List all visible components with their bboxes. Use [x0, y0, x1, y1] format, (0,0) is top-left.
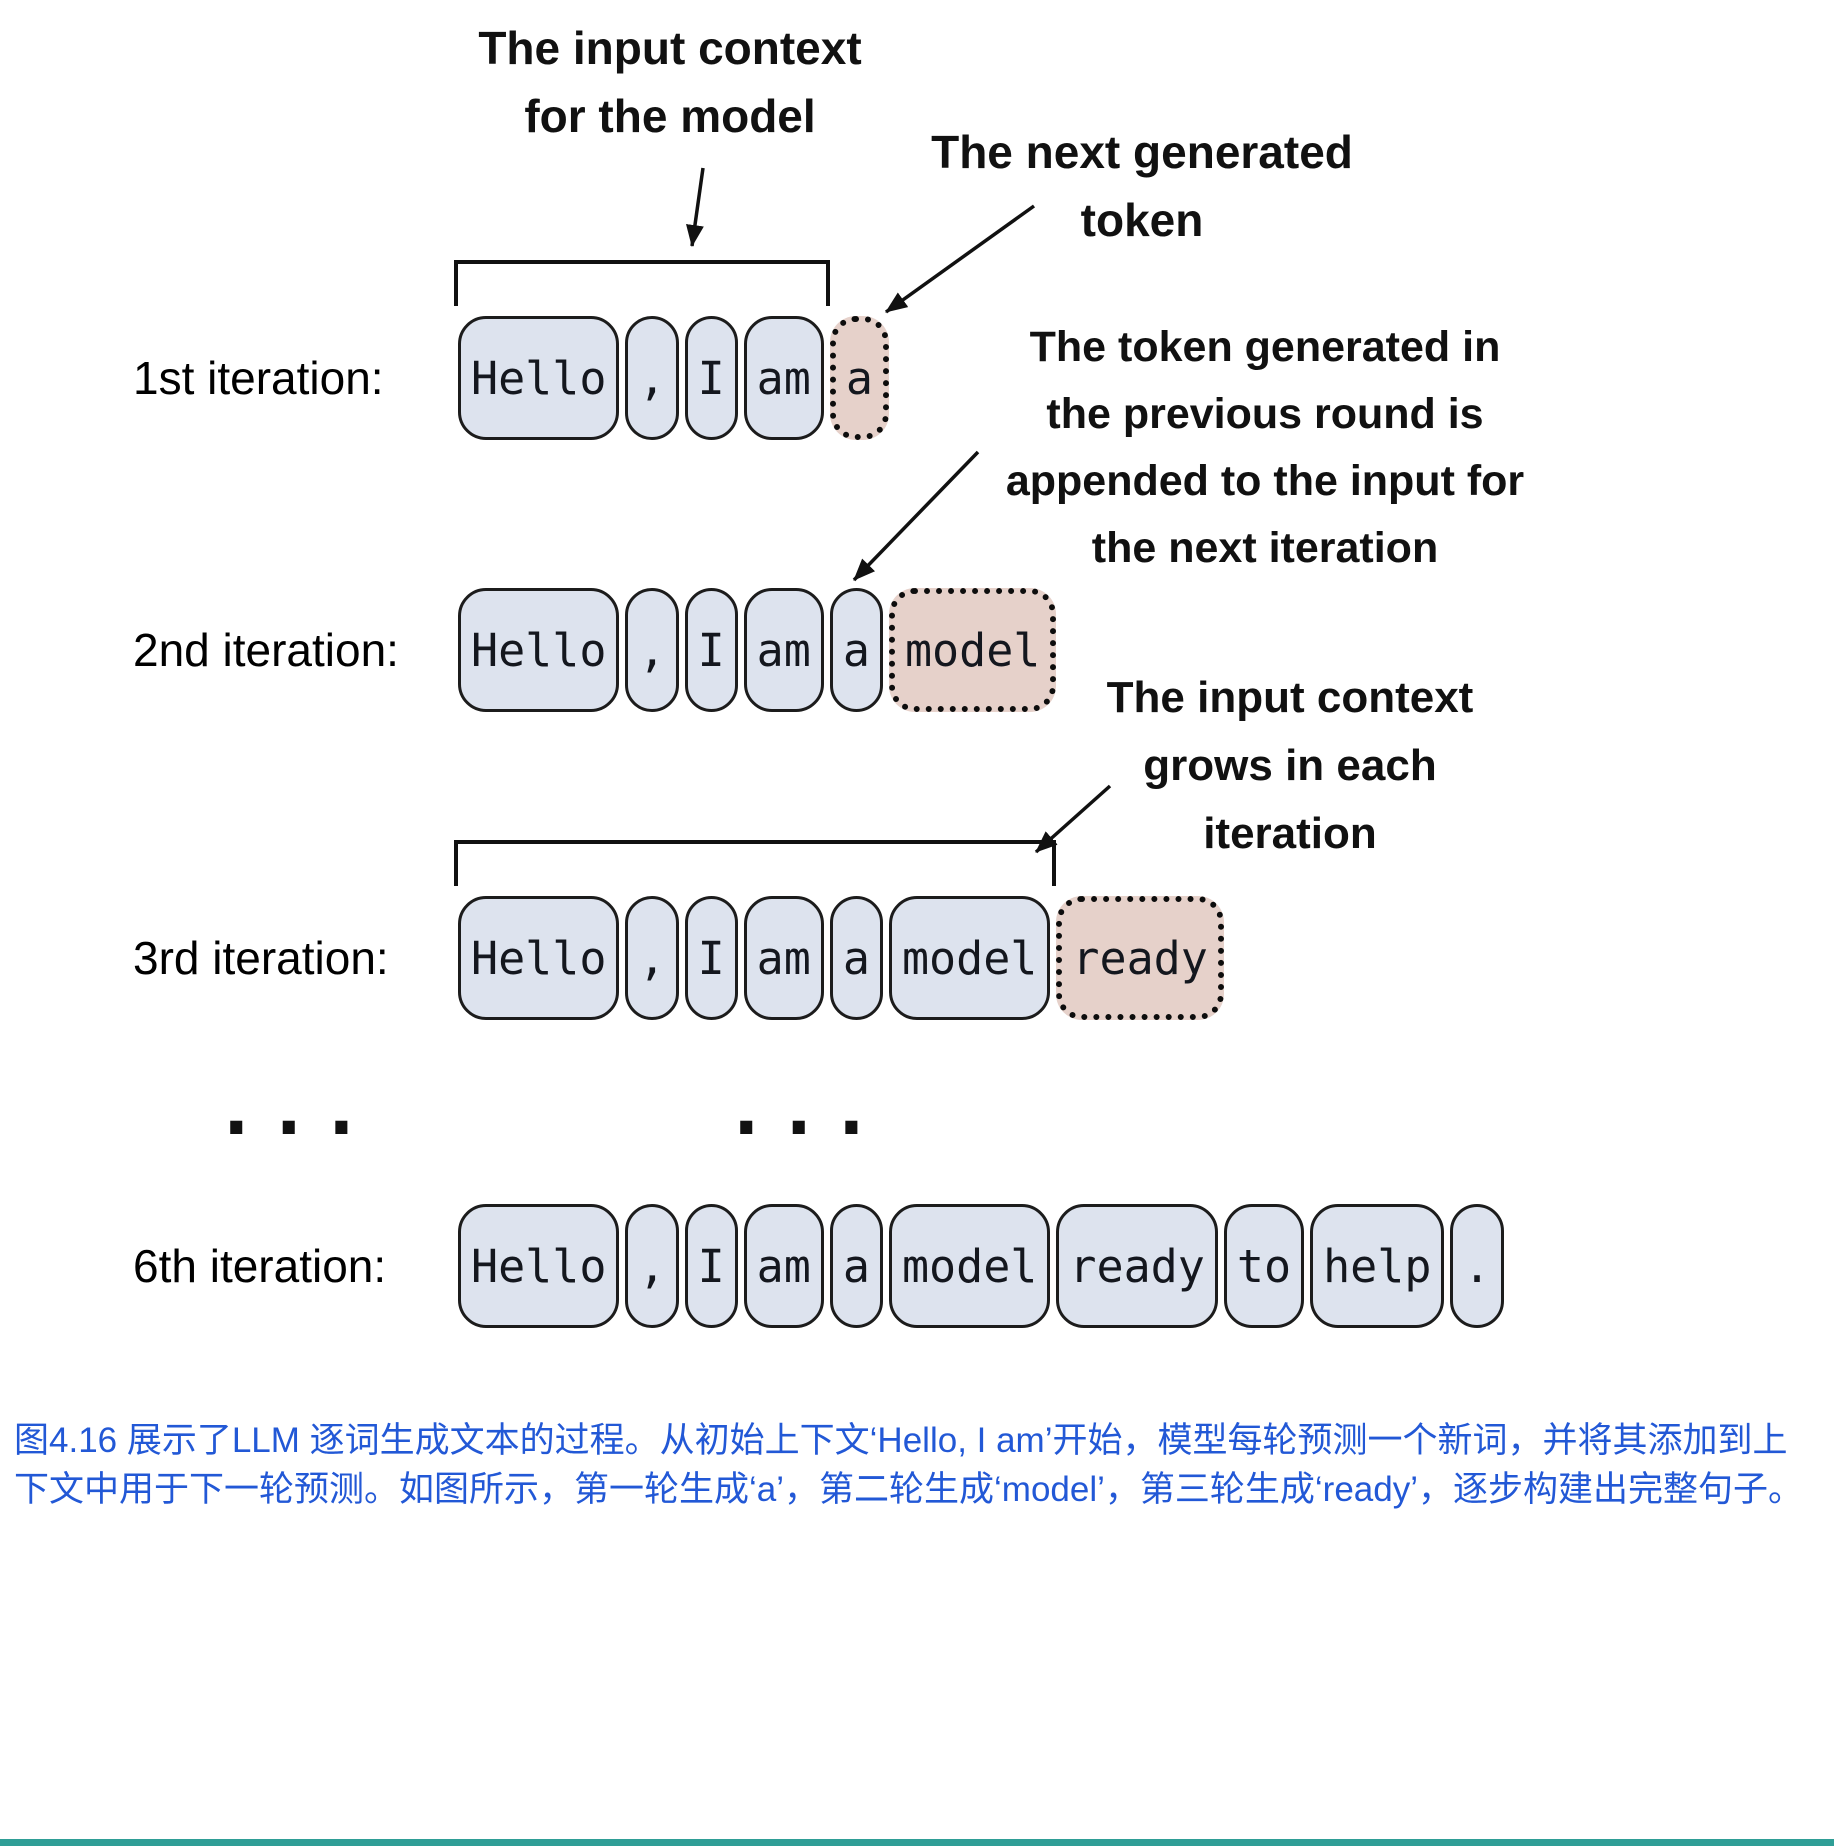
context-token: .: [1450, 1204, 1504, 1328]
annotation-next-generated-token: The next generated token: [931, 126, 1353, 246]
generated-token: ready: [1056, 896, 1224, 1020]
bottom-edge-bar: [0, 1839, 1834, 1846]
iteration-label: 3rd iteration:: [133, 932, 389, 984]
annotation-context-grows: The input context grows in each iteratio…: [1106, 673, 1474, 858]
ellipsis-left: ...: [214, 1066, 372, 1152]
context-token: I: [684, 316, 738, 440]
context-token: I: [684, 1204, 738, 1328]
context-token: Hello: [458, 316, 620, 440]
context-token: ,: [625, 588, 679, 712]
ellipsis-right: ...: [724, 1066, 882, 1152]
context-token: Hello: [458, 896, 620, 1020]
arrow-appended: [852, 450, 980, 582]
context-token: to: [1223, 1204, 1305, 1328]
annotation-input-context: The input context for the model: [478, 22, 862, 142]
context-token: Hello: [458, 1204, 620, 1328]
generated-token: a: [829, 316, 889, 440]
context-token: am: [743, 896, 824, 1020]
context-token: I: [684, 588, 738, 712]
context-token: I: [684, 896, 738, 1020]
context-token: a: [829, 1204, 883, 1328]
context-token: model: [888, 896, 1051, 1020]
generated-token: model: [888, 588, 1057, 712]
context-token: ,: [625, 316, 679, 440]
figure-caption: 图4.16 展示了LLM 逐词生成文本的过程。从初始上下文‘Hello, I a…: [14, 1421, 1804, 1509]
iteration-label: 2nd iteration:: [133, 624, 399, 676]
iteration-label: 6th iteration:: [133, 1240, 387, 1292]
annotation-token-appended: The token generated in the previous roun…: [1005, 323, 1525, 572]
context-token: am: [743, 1204, 824, 1328]
context-token: help: [1310, 1204, 1445, 1328]
context-token: am: [743, 588, 824, 712]
iteration-label: 1st iteration:: [133, 352, 384, 404]
context-token: am: [743, 316, 824, 440]
context-bracket: [454, 840, 1056, 886]
arrow-input-context: [686, 167, 705, 247]
context-token: model: [888, 1204, 1051, 1328]
context-token: a: [829, 588, 883, 712]
context-token: a: [829, 896, 883, 1020]
context-token: Hello: [458, 588, 620, 712]
context-token: ,: [625, 1204, 679, 1328]
context-token: ,: [625, 896, 679, 1020]
context-token: ready: [1056, 1204, 1218, 1328]
context-bracket: [454, 260, 830, 306]
